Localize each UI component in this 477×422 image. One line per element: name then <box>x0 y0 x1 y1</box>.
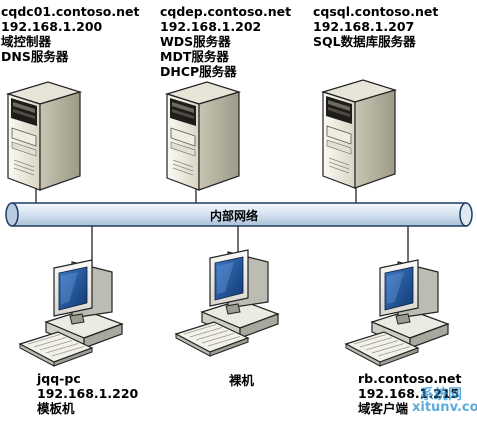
server-label-cqdep: cqdep.contoso.net 192.168.1.202 WDS服务器 M… <box>160 4 291 79</box>
client-label-bare-metal: 裸机 <box>229 373 254 388</box>
server-hostname: cqdep.contoso.net <box>160 4 292 19</box>
server-role: DNS服务器 <box>1 49 69 64</box>
network-label: 内部网络 <box>210 209 259 223</box>
client-hostname: rb.contoso.net <box>358 371 462 386</box>
client-ip: 192.168.1.215 <box>358 386 460 401</box>
server-ip: 192.168.1.207 <box>313 19 415 34</box>
pc-icon-jqq-pc <box>19 259 123 367</box>
server-role: 域控制器 <box>1 34 52 49</box>
client-label-jqq-pc: jqq-pc 192.168.1.220 模板机 <box>37 371 138 416</box>
server-icon-cqdep <box>166 81 240 191</box>
client-hostname: jqq-pc <box>37 371 81 386</box>
server-ip: 192.168.1.200 <box>1 19 103 34</box>
server-ip: 192.168.1.202 <box>160 19 262 34</box>
server-role: WDS服务器 <box>160 34 231 49</box>
client-role: 模板机 <box>37 401 75 416</box>
pc-icon-bare-metal <box>175 249 279 357</box>
server-role: DHCP服务器 <box>160 64 237 79</box>
server-label-cqsql: cqsql.contoso.net 192.168.1.207 SQL数据库服务… <box>313 4 438 49</box>
pc-icon-rb <box>345 259 449 367</box>
watermark-logo: 系统网 <box>420 387 462 403</box>
server-role: MDT服务器 <box>160 49 229 64</box>
watermark-url: xitunv.com <box>412 400 477 415</box>
server-hostname: cqdc01.contoso.net <box>1 4 140 19</box>
network-bus <box>5 202 473 227</box>
server-label-cqdc01: cqdc01.contoso.net 192.168.1.200 域控制器 DN… <box>1 4 139 64</box>
server-icon-cqdc01 <box>7 81 81 191</box>
client-role: 裸机 <box>229 373 255 388</box>
client-ip: 192.168.1.220 <box>37 386 139 401</box>
client-role: 域客户端 <box>358 401 409 416</box>
server-hostname: cqsql.contoso.net <box>313 4 439 19</box>
server-role: SQL数据库服务器 <box>313 34 416 49</box>
client-label-rb: rb.contoso.net 192.168.1.215 域客户端 <box>358 371 461 416</box>
server-icon-cqsql <box>322 79 396 189</box>
